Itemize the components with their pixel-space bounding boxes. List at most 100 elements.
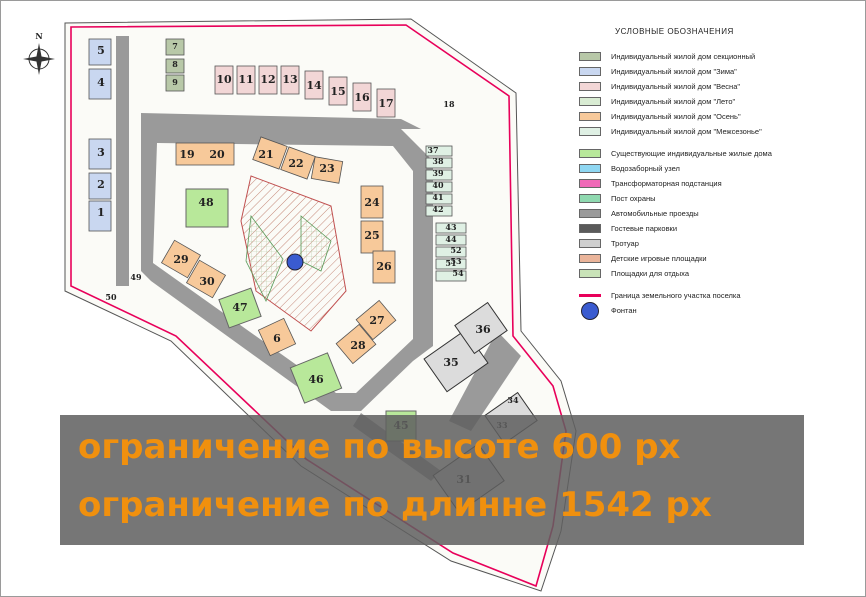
legend-label: Автомобильные проезды [611, 209, 699, 218]
compass-north-label: N [35, 31, 42, 41]
lot-number-9: 9 [172, 77, 178, 87]
lot-number-8: 8 [172, 59, 178, 69]
legend-swatch [579, 269, 601, 278]
lot-number-19: 19 [179, 148, 194, 161]
legend-swatch [579, 67, 601, 76]
legend-label: Индивидуальный жилой дом "Зима" [611, 67, 737, 76]
legend-label: Индивидуальный жилой дом "Осень" [611, 112, 741, 121]
houses-c [165, 38, 185, 92]
legend-swatch [579, 164, 601, 173]
lot-number-40: 40 [432, 180, 444, 190]
lot-number-7: 7 [172, 41, 178, 51]
legend-title: УСЛОВНЫЕ ОБОЗНАЧЕНИЯ [615, 27, 734, 36]
lot-number-6: 6 [273, 332, 281, 345]
lot-number-17: 17 [378, 97, 393, 110]
lot-number-53: 53 [450, 256, 462, 266]
lot-number-42: 42 [432, 204, 443, 214]
lot-number-47: 47 [232, 301, 247, 314]
lot-number-43: 43 [445, 222, 457, 232]
legend-item: Индивидуальный жилой дом "Межсезонье" [573, 125, 863, 140]
legend-label: Индивидуальный жилой дом секционный [611, 52, 756, 61]
lot-number-10: 10 [216, 73, 232, 86]
legend-item: Индивидуальный жилой дом "Лето" [573, 95, 863, 110]
lot-number-5: 5 [97, 44, 105, 57]
existing-house-47 [218, 287, 262, 329]
road-west [116, 36, 129, 286]
lot-number-51: 51 [445, 258, 456, 268]
lot-number-2: 2 [97, 178, 105, 191]
lot-number-23: 23 [319, 162, 334, 175]
legend-swatch [579, 239, 601, 248]
lot-number-50: 50 [105, 292, 117, 302]
lot-number-37: 37 [427, 145, 438, 155]
lot-number-49: 49 [130, 272, 142, 282]
lot-number-34: 34 [507, 395, 519, 405]
lot-number-54: 54 [452, 268, 464, 278]
fountain [286, 253, 304, 271]
lot-number-39: 39 [432, 168, 444, 178]
lot-number-24: 24 [364, 196, 380, 209]
houses-e [425, 145, 467, 282]
lot-number-35: 35 [443, 356, 458, 369]
legend-label: Площадки для отдыха [611, 269, 689, 278]
legend-item: Индивидуальный жилой дом секционный [573, 50, 863, 65]
legend-swatch [579, 82, 601, 91]
lot-number-38: 38 [432, 156, 444, 166]
houses-d [160, 136, 397, 365]
lot-number-11: 11 [238, 73, 253, 86]
legend-item: Индивидуальный жилой дом "Зима" [573, 65, 863, 80]
legend-label: Гостевые парковки [611, 224, 678, 233]
legend-item: Гостевые парковки [573, 222, 863, 237]
limit-banner: ограничение по высоте 600 рх ограничение… [60, 415, 804, 545]
legend-swatch [579, 209, 601, 218]
legend-item: Пост охраны [573, 192, 863, 207]
lot-number-52: 52 [450, 245, 461, 255]
map-legend: УСЛОВНЫЕ ОБОЗНАЧЕНИЯ Индивидуальный жило… [573, 27, 863, 320]
lot-number-27: 27 [369, 314, 384, 327]
road-east [449, 331, 521, 431]
legend-label: Индивидуальный жилой дом "Межсезонье" [611, 127, 762, 136]
legend-swatch [579, 52, 601, 61]
lot-number-29: 29 [173, 253, 188, 266]
lot-number-16: 16 [354, 91, 370, 104]
lot-number-4: 4 [97, 76, 105, 89]
lot-number-14: 14 [306, 79, 322, 92]
legend-item: Трансформаторная подстанция [573, 177, 863, 192]
lot-number-26: 26 [376, 260, 392, 273]
legend-swatch [581, 302, 599, 320]
compass-icon: N [23, 31, 55, 75]
legend-item: Индивидуальный жилой дом "Осень" [573, 110, 863, 125]
legend-swatch [579, 97, 601, 106]
lot-number-36: 36 [475, 323, 491, 336]
lot-number-12: 12 [260, 73, 275, 86]
lot-number-25: 25 [364, 229, 379, 242]
recreation-area [245, 214, 284, 302]
legend-item: Автомобильные проезды [573, 207, 863, 222]
banner-width-limit: ограничение по длинне 1542 рх [78, 485, 712, 525]
lot-number-21: 21 [258, 148, 273, 161]
legend-label: Граница земельного участка поселка [611, 291, 741, 300]
legend-swatch [579, 127, 601, 136]
legend-item: Индивидуальный жилой дом "Весна" [573, 80, 863, 95]
legend-item: Фонтан [573, 302, 863, 320]
legend-swatch [579, 149, 601, 158]
legend-item: Площадки для отдыха [573, 267, 863, 282]
lot-number-41: 41 [432, 192, 443, 202]
legend-swatch [579, 254, 601, 263]
lot-number-22: 22 [288, 157, 303, 170]
lot-number-18: 18 [443, 99, 455, 109]
legend-label: Индивидуальный жилой дом "Весна" [611, 82, 741, 91]
lot-number-48: 48 [198, 196, 214, 209]
legend-item: Существующие индивидуальные жилые дома [573, 147, 863, 162]
legend-item: Детские игровые площадки [573, 252, 863, 267]
lot-number-30: 30 [199, 275, 215, 288]
legend-item: Водозаборный узел [573, 162, 863, 177]
legend-label: Индивидуальный жилой дом "Лето" [611, 97, 736, 106]
lot-number-44: 44 [445, 234, 457, 244]
legend-label: Трансформаторная подстанция [611, 179, 722, 188]
recreation-area-2 [300, 215, 332, 272]
lot-number-13: 13 [282, 73, 297, 86]
lot-number-1: 1 [97, 206, 105, 219]
